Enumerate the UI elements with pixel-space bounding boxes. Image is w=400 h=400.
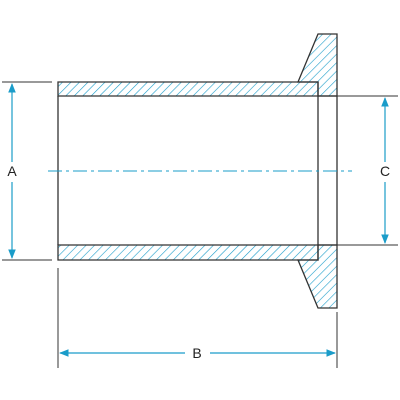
dimension-b: B [57,268,338,368]
dimension-a-label: A [7,163,17,179]
dimension-b-label: B [192,345,201,361]
dimension-c-label: C [380,163,390,179]
bottom-wall-section [57,244,319,261]
top-wall-section [57,81,319,97]
dimension-a: A [2,81,52,261]
dimension-c: C [327,95,398,246]
